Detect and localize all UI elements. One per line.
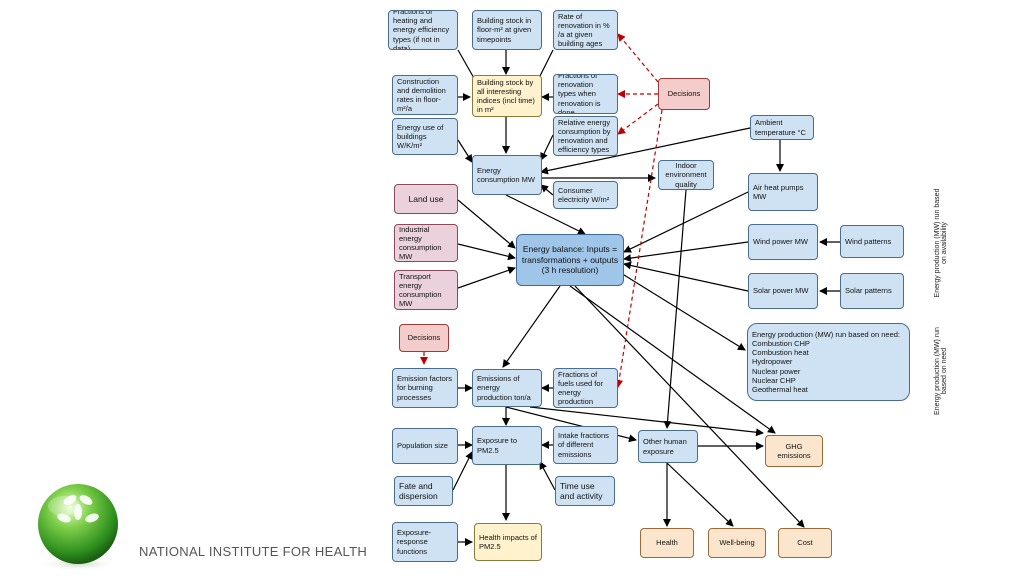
side-label-need: Energy production (MW) run based on need — [934, 327, 948, 415]
node-wind-patterns: Wind patterns — [840, 225, 904, 258]
decision-edge — [617, 103, 659, 135]
edge — [457, 243, 516, 261]
node-industrial-energy: Industrial energy consumption MW — [394, 224, 458, 262]
node-land-use: Land use — [394, 184, 458, 214]
node-health-impacts: Health impacts of PM2.5 — [474, 523, 542, 561]
node-fractions-heating: Fractions of heating and energy efficien… — [388, 10, 458, 50]
edge — [452, 451, 473, 491]
node-emission-factors: Emission factors for burning processes — [392, 368, 458, 408]
node-energy-production-need: Energy production (MW) run based on need… — [747, 323, 910, 401]
globe-logo-icon — [36, 484, 120, 571]
node-consumer-electricity: Consumer electricity W/m² — [553, 181, 618, 209]
edge — [615, 269, 746, 351]
node-transport-energy: Transport energy consumption MW — [394, 270, 458, 310]
node-solar-power: Solar power MW — [748, 273, 818, 309]
node-construction-rates: Construction and demolition rates in flo… — [392, 75, 458, 115]
edge — [457, 266, 516, 289]
node-building-stock-indices: Building stock by all interesting indice… — [472, 75, 542, 117]
node-decisions-top: Decisions — [658, 78, 710, 110]
node-indoor-env: Indoor environment quality — [658, 160, 714, 190]
decision-edge — [617, 33, 659, 83]
edge — [540, 184, 554, 196]
node-energy-consumption: Energy consumption MW — [472, 155, 542, 195]
side-label-availability: Energy production (MW) run based on avai… — [934, 188, 948, 298]
node-wellbeing: Well-being — [708, 528, 766, 558]
edge — [623, 191, 749, 253]
node-health: Health — [640, 528, 694, 558]
edge — [457, 139, 473, 163]
edge — [540, 134, 554, 161]
node-building-stock-floor: Building stock in floor-m² at given time… — [472, 10, 542, 50]
edge — [623, 261, 749, 292]
edge — [529, 406, 764, 437]
edge — [666, 462, 734, 527]
node-energy-use-buildings: Energy use of buildings W/K/m² — [392, 118, 458, 155]
node-ambient-temp: Ambient temperature °C — [750, 115, 814, 140]
node-fractions-fuels: Fractions of fuels used for energy produ… — [553, 368, 618, 408]
node-cost: Cost — [778, 528, 832, 558]
node-solar-patterns: Solar patterns — [840, 273, 904, 309]
node-population-size: Population size — [392, 428, 458, 464]
node-decisions-left: Decisions — [399, 324, 449, 352]
node-exposure-pm: Exposure to PM2.5 — [472, 426, 542, 465]
node-intake-fractions: Intake fractions of different emissions — [553, 426, 618, 464]
edge — [502, 285, 561, 368]
node-time-use: Time use and activity — [555, 476, 615, 506]
node-wind-power: Wind power MW — [748, 224, 818, 260]
node-exposure-response: Exposure-response functions — [392, 522, 458, 562]
node-other-exposure: Other human exposure — [638, 430, 698, 463]
edge — [574, 285, 805, 528]
edge — [623, 241, 749, 263]
node-fractions-renovation: Fractions of renovation types when renov… — [553, 74, 618, 114]
edge — [505, 194, 586, 235]
node-emissions-energy: Emissions of energy production ton/a — [472, 369, 542, 407]
edge — [539, 461, 556, 491]
node-rate-renovation: Rate of renovation in % /a at given buil… — [553, 10, 618, 50]
edge — [540, 127, 751, 175]
edge — [457, 199, 516, 249]
node-air-heat-pumps: Air heat pumps MW — [748, 173, 818, 211]
node-relative-energy: Relative energy consumption by renovatio… — [553, 116, 618, 156]
decision-edge — [615, 109, 663, 388]
edge — [663, 189, 687, 429]
node-fate-dispersion: Fate and dispersion — [394, 476, 453, 506]
org-name: NATIONAL INSTITUTE FOR HEALTH — [139, 544, 368, 559]
node-ghg: GHG emissions — [765, 435, 823, 467]
node-energy-balance: Energy balance: Inputs = transformations… — [516, 234, 624, 286]
